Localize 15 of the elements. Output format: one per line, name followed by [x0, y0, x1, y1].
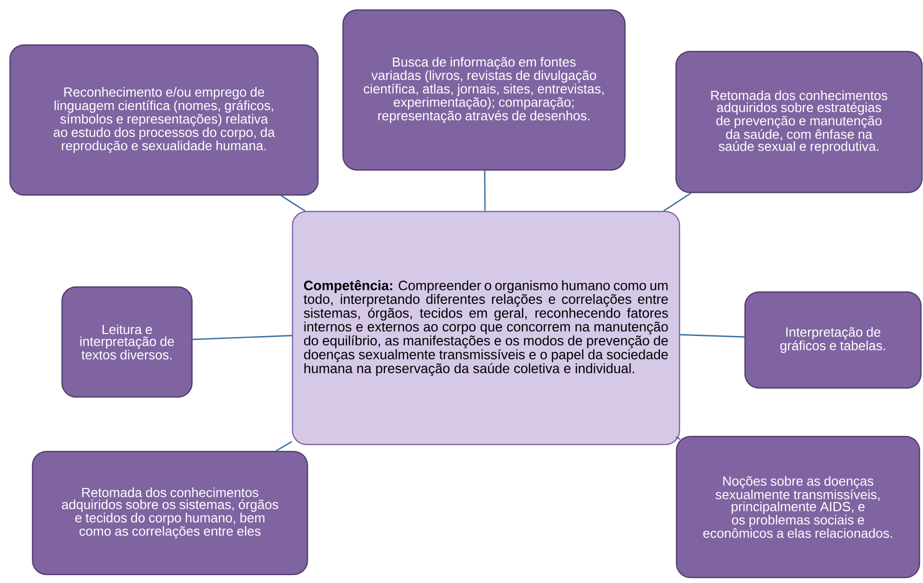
process-box: Busca de informação em fontes variadas (livros, revistas de divulgação científica, atlas, jornais, sites, entrevistas, experimentação); comparação; representação através de desenhos.	[342, 9, 626, 171]
process-box: Leitura e interpretação de textos diversos.	[61, 286, 193, 398]
process-box: Noções sobre as doenças sexualmente transmissíveis, principalmente AIDS, e os problemas sociais e econômicos a elas relacionados.	[676, 436, 920, 578]
process-box: Reconhecimento e/ou emprego de linguagem científica (nomes, gráficos, símbolos e representações) relativa ao estudo dos processos do corpo, da reprodução e sexualidade humana.	[9, 44, 319, 196]
connector-line	[280, 195, 306, 212]
connector-line	[663, 192, 692, 212]
process-box: Retomada dos conhecimentos adquiridos sobre estratégias de prevenção e manutenção da saúde, com ênfase na saúde sexual e reprodutiva.	[675, 50, 923, 194]
process-box: Interpretação de gráficos e tabelas.	[744, 291, 922, 389]
connector-line	[276, 441, 292, 452]
connector-line	[484, 170, 486, 211]
process-box: Competência: Compreender o organismo humano como um todo, interpretando diferentes relações e correlações entre sistemas, órgãos, tecidos em geral, reconhecendo fatores internos e externos ao corpo que concorrem na manutenção do equilíbrio, as manifestações e os modos de prevenção de doenças sexualmente transmissíveis e o papel da sociedade humana na preservação da saúde coletiva e individual.	[292, 210, 680, 446]
connector-line	[680, 334, 744, 338]
process-box: Retomada dos conhecimentos adquiridos sobre os sistemas, órgãos e tecidos do corpo humano, bem como as correlações entre eles	[32, 450, 308, 576]
connector-line	[676, 436, 680, 440]
connector-line	[192, 334, 292, 340]
